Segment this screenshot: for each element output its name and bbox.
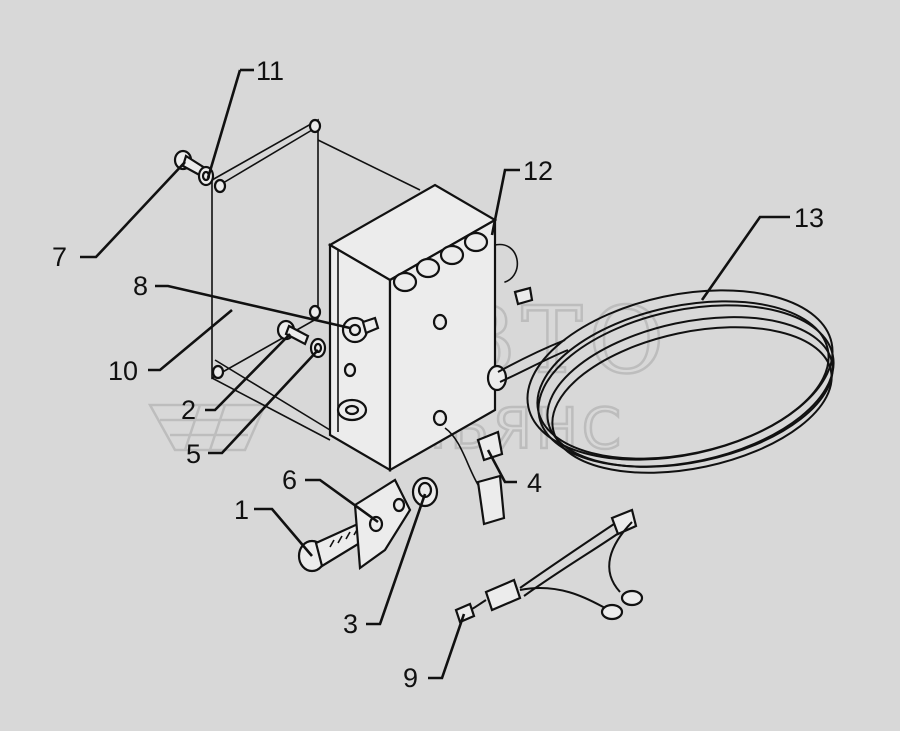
callout-6: 6: [282, 465, 297, 495]
callout-3: 3: [343, 609, 358, 639]
leader-13: [700, 215, 790, 301]
callout-2: 2: [181, 395, 196, 425]
mounting-plate: [211, 118, 421, 441]
callout-labels: 11 7 8 10 2 5 12 13 4 6 1 3 9: [52, 56, 824, 693]
cable-coil-13: [497, 289, 835, 474]
leader-7: [80, 161, 186, 259]
callout-10: 10: [108, 356, 138, 386]
leader-4: [486, 449, 517, 484]
watermark-logo-icon: [147, 403, 267, 452]
callout-5: 5: [186, 439, 201, 469]
enclosure-box: [327, 183, 534, 472]
callout-8: 8: [133, 271, 148, 301]
leader-9: [428, 613, 466, 680]
callout-11: 11: [256, 56, 284, 86]
leader-6: [305, 478, 379, 524]
cable-gland: [336, 398, 368, 422]
leader-11: [206, 69, 242, 179]
callout-7: 7: [52, 242, 67, 272]
leader-2: [205, 333, 291, 412]
leader-10: [148, 309, 233, 372]
connector-4: [444, 427, 506, 526]
bracket-6: [353, 478, 412, 571]
callout-12: 12: [523, 156, 553, 186]
harness-9: [454, 508, 644, 624]
knob-8: [341, 316, 380, 344]
callout-13: 13: [794, 203, 824, 233]
leader-8: [155, 284, 351, 330]
leader-3: [366, 493, 427, 626]
nut-3: [411, 476, 439, 508]
leader-5: [208, 349, 319, 455]
leader-lines: [80, 68, 790, 680]
callout-4: 4: [527, 468, 542, 498]
leader-1: [254, 507, 313, 557]
callout-9: 9: [403, 663, 418, 693]
callout-1: 1: [234, 495, 249, 525]
leader-12: [490, 168, 520, 236]
